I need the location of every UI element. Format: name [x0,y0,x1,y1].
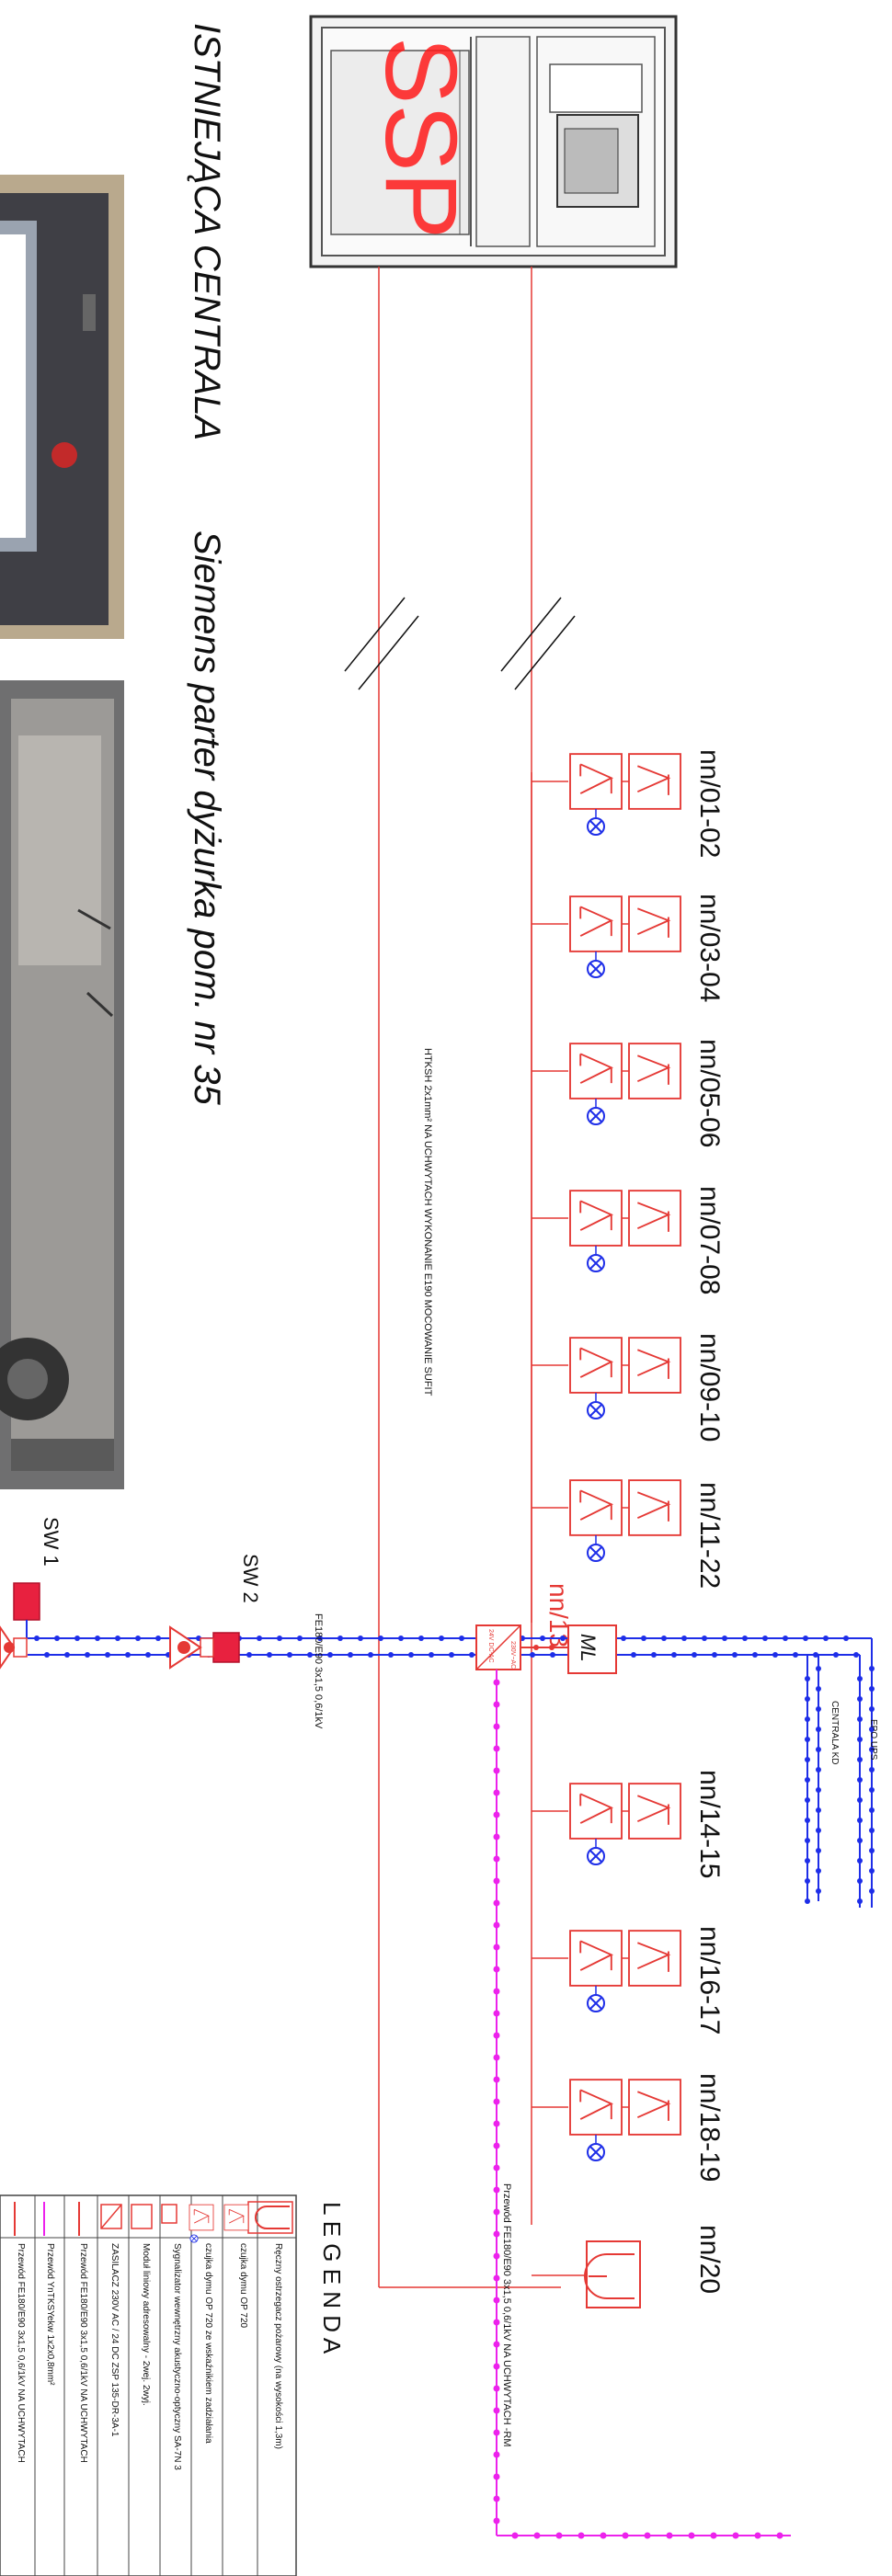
power-line [493,1670,791,2539]
legend-row-text: Sygnalizator wewnętrzny akustyczno-optyc… [172,2243,182,2470]
zone-label-20: nn/20 [694,2225,725,2294]
svg-text:FE180/E90 3x1,5 0,6/1kV: FE180/E90 3x1,5 0,6/1kV [313,1613,324,1729]
legend-row-text: czujka dymu OP 720 [238,2243,248,2329]
smoke-detector-indicator [569,1190,623,1247]
zone-label-03-04: nn/03-04 [694,894,725,1002]
legend-row-text: ZASILACZ 230V AC / 24 DC ZSP 135-DR-3A-1 [109,2243,120,2437]
cable-htksh: HTKSH 2x1mm² NA UCHWYTACH WYKONANIE E190… [422,1048,433,1396]
indicator-lamp [587,1401,605,1419]
smoke-detector-indicator [569,2079,623,2136]
detector-pair [532,1190,681,1272]
smoke-detector-indicator [569,1337,623,1394]
ssp-control-panel: SSP [309,15,678,268]
cable-fe-left: FE180/E90 3x1,5 0,6/1kV [313,1613,324,1729]
output-epo: EPO UPS [868,1719,878,1761]
smoke-detector-indicator [569,1479,623,1536]
smoke-detector-indicator [569,1930,623,1987]
ml-label: ML [577,1634,600,1662]
title-location: Siemens parter dyżurka pom. nr 35 [187,530,227,1105]
svg-text:HTKSH 2x1mm² NA UCHWYTACH WYKO: HTKSH 2x1mm² NA UCHWYTACH WYKONANIE E190… [422,1048,433,1396]
detector-pair [532,1337,681,1419]
detector-pair [532,1783,681,1865]
indicator-lamp [587,960,605,978]
indicator-lamp [587,817,605,836]
indicator-lamp [587,1107,605,1125]
legend-row-text: Ręczny ostrzegacz pożarowy (na wysokości… [273,2243,283,2449]
smoke-detector [628,895,681,952]
legend-row-text: Przewód FE180/E90 3x1,5 0,6/1kV NA UCHWY… [16,2243,26,2463]
title-group: ISTNIEJĄCA CENTRALA Siemens parter dyżur… [187,23,227,1105]
legend: L E G E N D A Ręczny ostrzegacz pożarowy… [0,2194,346,2576]
detector-pair [532,2079,681,2161]
line-module: ML [567,1624,617,1674]
indicator-lamp [587,1847,605,1865]
smoke-detector [628,1337,681,1394]
psu-top-label: 24V DC-AC [487,1629,494,1663]
ssp-label: SSP [364,37,477,239]
zone-label-07-08: nn/07-08 [694,1186,725,1294]
siren-sw2: SW 2 [169,1554,262,1670]
svg-text:CENTRALA KD: CENTRALA KD [829,1701,840,1764]
smoke-detector-indicator [569,895,623,952]
manual-call-point [532,2240,641,2308]
zone-label-11-22: nn/11-22 [694,1482,725,1589]
photo-panel-top [0,175,124,639]
addressable-loop [28,1636,875,1908]
detector-pair [532,1930,681,2012]
cable-fe-bottom: Przewód FE180/E90 3x1,5 0,6/1kV NA UCHWY… [501,2183,512,2447]
detector-zones [532,753,681,2161]
indicator-lamp [587,1544,605,1562]
legend-row-text: czujka dymu OP 720 ze wskaźnikiem zadzia… [203,2243,213,2444]
smoke-detector-indicator [569,1043,623,1100]
smoke-detector [628,753,681,810]
zone-label-09-10: nn/09-10 [694,1333,725,1442]
smoke-detector [628,2079,681,2136]
title-centrala: ISTNIEJĄCA CENTRALA [187,23,227,440]
smoke-detector [628,1783,681,1840]
detector-pair [532,1479,681,1562]
siren-sw1: SW 1 [0,1517,63,1670]
legend-row-text: Przewód FE180/E90 3x1,5 0,6/1kV NA UCHWY… [78,2243,88,2463]
zone-label-14-15: nn/14-15 [694,1770,725,1878]
siren-label-sw2: SW 2 [239,1554,262,1603]
legend-symbols [14,2201,293,2243]
smoke-detector-indicator [569,1783,623,1840]
smoke-detector-indicator [569,753,623,810]
output-kd: CENTRALA KD [829,1701,840,1764]
legend-title: L E G E N D A [318,2202,346,2354]
legend-row-text: Moduł liniowy adresowalny - 2wej. 2wyj. [141,2243,151,2406]
zone-label-18-19: nn/18-19 [694,2073,725,2182]
zone-labels: nn/01-02 nn/03-04 nn/05-06 nn/07-08 nn/0… [544,749,725,2294]
svg-text:Przewód FE180/E90 3x1,5 0,6/1k: Przewód FE180/E90 3x1,5 0,6/1kV NA UCHWY… [501,2183,512,2447]
main-wiring [344,267,576,2288]
siren-label-sw1: SW 1 [40,1517,63,1567]
power-supply: 24V DC-AC 230V~AC [475,1624,568,1670]
detector-pair [532,895,681,978]
smoke-detector [628,1479,681,1536]
smoke-detector [628,1043,681,1100]
photo-panel-bottom [0,680,124,1489]
svg-text:EPO UPS: EPO UPS [868,1719,878,1761]
zone-label-05-06: nn/05-06 [694,1039,725,1147]
detector-pair [532,1043,681,1125]
indicator-lamp [587,1994,605,2012]
smoke-detector [628,1190,681,1247]
smoke-detector [628,1930,681,1987]
psu-bottom-label: 230V~AC [509,1641,516,1669]
zone-label-01-02: nn/01-02 [694,749,725,858]
detector-pair [532,753,681,836]
legend-row-text: Przewód YnTKSYekw 1x2x0,8mm² [45,2243,55,2386]
indicator-lamp [587,2143,605,2161]
indicator-lamp [587,1254,605,1272]
zone-label-16-17: nn/16-17 [694,1926,725,2035]
